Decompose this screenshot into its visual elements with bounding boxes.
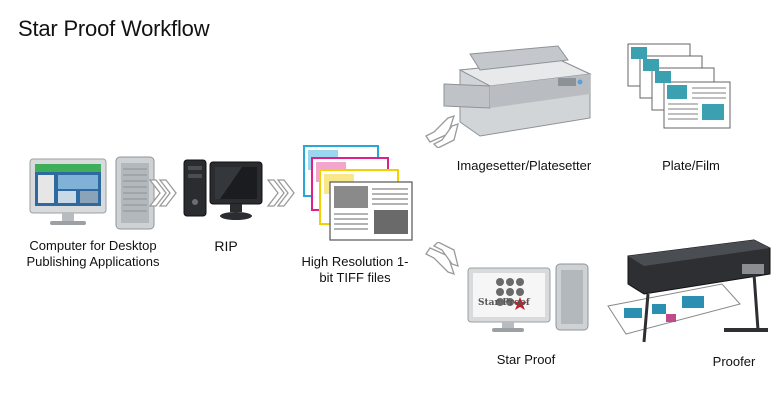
tiff-files-icon (302, 144, 414, 244)
star-proof-label: Star Proof (496, 352, 556, 367)
desktop-label: Computer for Desktop Publishing Applicat… (26, 238, 160, 269)
diagram-title: Star Proof Workflow (18, 16, 210, 41)
flow-arrow-icon (424, 242, 460, 278)
proofer-printer-icon (604, 234, 776, 350)
plate-label: Plate/Film (662, 158, 720, 173)
flow-arrow-icon (266, 176, 300, 210)
star-proof-logo-text: Star Proof (478, 298, 530, 308)
star-proof-computer-icon (466, 262, 592, 336)
rip-computer-icon (182, 158, 264, 222)
plate-film-icon (626, 42, 736, 142)
tiff-label: High Resolution 1-bit TIFF files (301, 254, 409, 285)
desktop-computer-icon (28, 155, 160, 235)
imagesetter-label: Imagesetter/Platesetter (456, 158, 592, 173)
imagesetter-icon (440, 44, 594, 140)
flow-arrow-icon (424, 112, 460, 148)
rip-label: RIP (214, 238, 238, 254)
proofer-label: Proofer (712, 354, 756, 369)
flow-arrow-icon (148, 176, 182, 210)
